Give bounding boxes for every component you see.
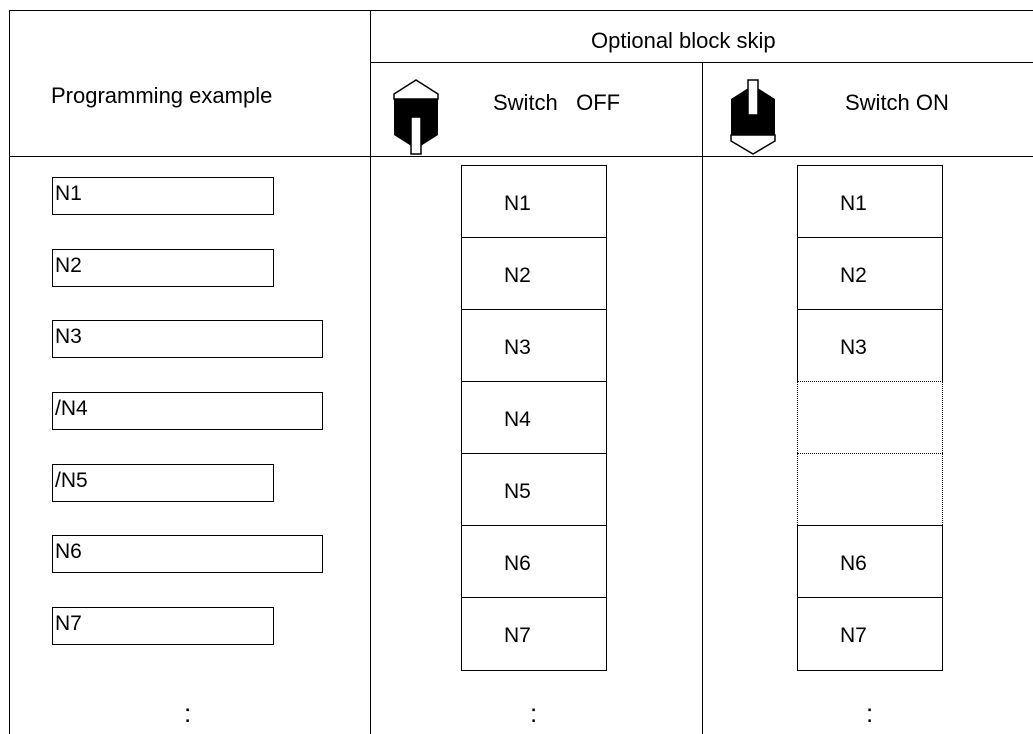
continuation-mark-switch-on: : <box>866 698 874 728</box>
continuation-mark-switch-off: : <box>530 698 538 728</box>
program-line-box: N1 <box>52 177 274 215</box>
program-line-box: N6 <box>52 535 323 573</box>
block-label: N4 <box>504 408 531 431</box>
column-divider-2 <box>702 62 703 734</box>
executed-block: N3 <box>461 309 607 383</box>
executed-block: N5 <box>461 453 607 527</box>
table-top-border <box>9 10 1033 11</box>
program-line-box: N2 <box>52 249 274 287</box>
executed-block: N4 <box>461 381 607 455</box>
executed-block: N2 <box>461 237 607 311</box>
switch-on-label: Switch ON <box>845 90 949 115</box>
skipped-block <box>797 381 943 455</box>
column-divider-1 <box>370 10 371 734</box>
group-title: Optional block skip <box>591 28 776 53</box>
program-line-text: N3 <box>55 325 82 348</box>
continuation-mark-program: : <box>184 698 192 728</box>
program-line-text: N2 <box>55 254 82 277</box>
program-line-text: N7 <box>55 612 82 635</box>
program-line-text: N1 <box>55 182 82 205</box>
block-label: N5 <box>504 480 531 503</box>
block-label: N3 <box>840 336 867 359</box>
program-line-box: N7 <box>52 607 274 645</box>
executed-block: N3 <box>797 309 943 383</box>
executed-block: N7 <box>797 597 943 671</box>
header-bottom-border <box>9 156 1033 157</box>
header-subdivider <box>370 62 1033 63</box>
executed-block: N1 <box>797 165 943 239</box>
switch-off-label: Switch OFF <box>493 90 621 115</box>
block-label: N6 <box>840 552 867 575</box>
block-label: N3 <box>504 336 531 359</box>
executed-block: N2 <box>797 237 943 311</box>
executed-block: N1 <box>461 165 607 239</box>
executed-block: N7 <box>461 597 607 671</box>
program-line-box: /N4 <box>52 392 323 430</box>
executed-block: N6 <box>461 525 607 599</box>
block-label: N6 <box>504 552 531 575</box>
program-line-box: N3 <box>52 320 323 358</box>
program-line-text: /N5 <box>55 469 88 492</box>
table-left-border <box>9 10 10 734</box>
skipped-block <box>797 453 943 527</box>
block-label: N2 <box>840 264 867 287</box>
block-label: N7 <box>504 624 531 647</box>
program-line-text: /N4 <box>55 397 88 420</box>
block-label: N7 <box>840 624 867 647</box>
executed-block: N6 <box>797 525 943 599</box>
toggle-switch-off-icon <box>393 79 439 155</box>
toggle-switch-on-icon <box>730 79 776 155</box>
block-label: N2 <box>504 264 531 287</box>
program-line-text: N6 <box>55 540 82 563</box>
left-column-title: Programming example <box>51 83 273 108</box>
block-label: N1 <box>840 192 867 215</box>
program-line-box: /N5 <box>52 464 274 502</box>
block-label: N1 <box>504 192 531 215</box>
